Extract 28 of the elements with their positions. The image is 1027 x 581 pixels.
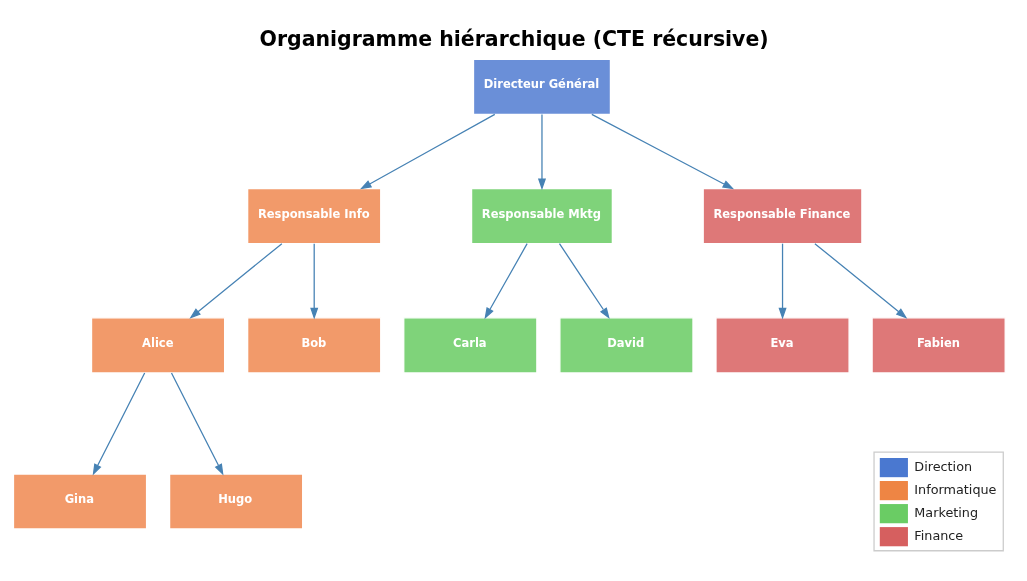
node-box: Alice	[90, 316, 226, 374]
node-box: Gina	[12, 472, 148, 530]
legend-label: Finance	[914, 527, 964, 543]
node-box: Bob	[247, 316, 382, 374]
arrow	[92, 371, 146, 475]
arrow	[170, 371, 224, 475]
arrow	[778, 242, 787, 319]
arrow	[189, 242, 283, 319]
arrow	[360, 113, 496, 189]
node-box: Carla	[403, 316, 538, 374]
diagram-title: Organigramme hiérarchique (CTE récursive)	[259, 26, 769, 51]
arrow	[814, 242, 908, 319]
node-box: Responsable Info	[247, 187, 382, 244]
arrow	[591, 113, 735, 189]
legend-label: Marketing	[914, 504, 979, 520]
legend-label: Informatique	[914, 481, 997, 497]
node-box: Fabien	[871, 316, 1006, 374]
legend-label: Direction	[914, 458, 973, 474]
node-box: Directeur Général	[472, 58, 612, 115]
node-box: David	[559, 316, 694, 374]
arrow	[558, 242, 610, 319]
node-box: Hugo	[168, 472, 304, 530]
arrow	[537, 113, 546, 190]
node-box: Eva	[715, 316, 850, 374]
arrow	[484, 242, 528, 319]
arrow	[310, 242, 319, 319]
node-box: Responsable Mktg	[470, 187, 613, 244]
node-box: Responsable Finance	[702, 187, 863, 244]
